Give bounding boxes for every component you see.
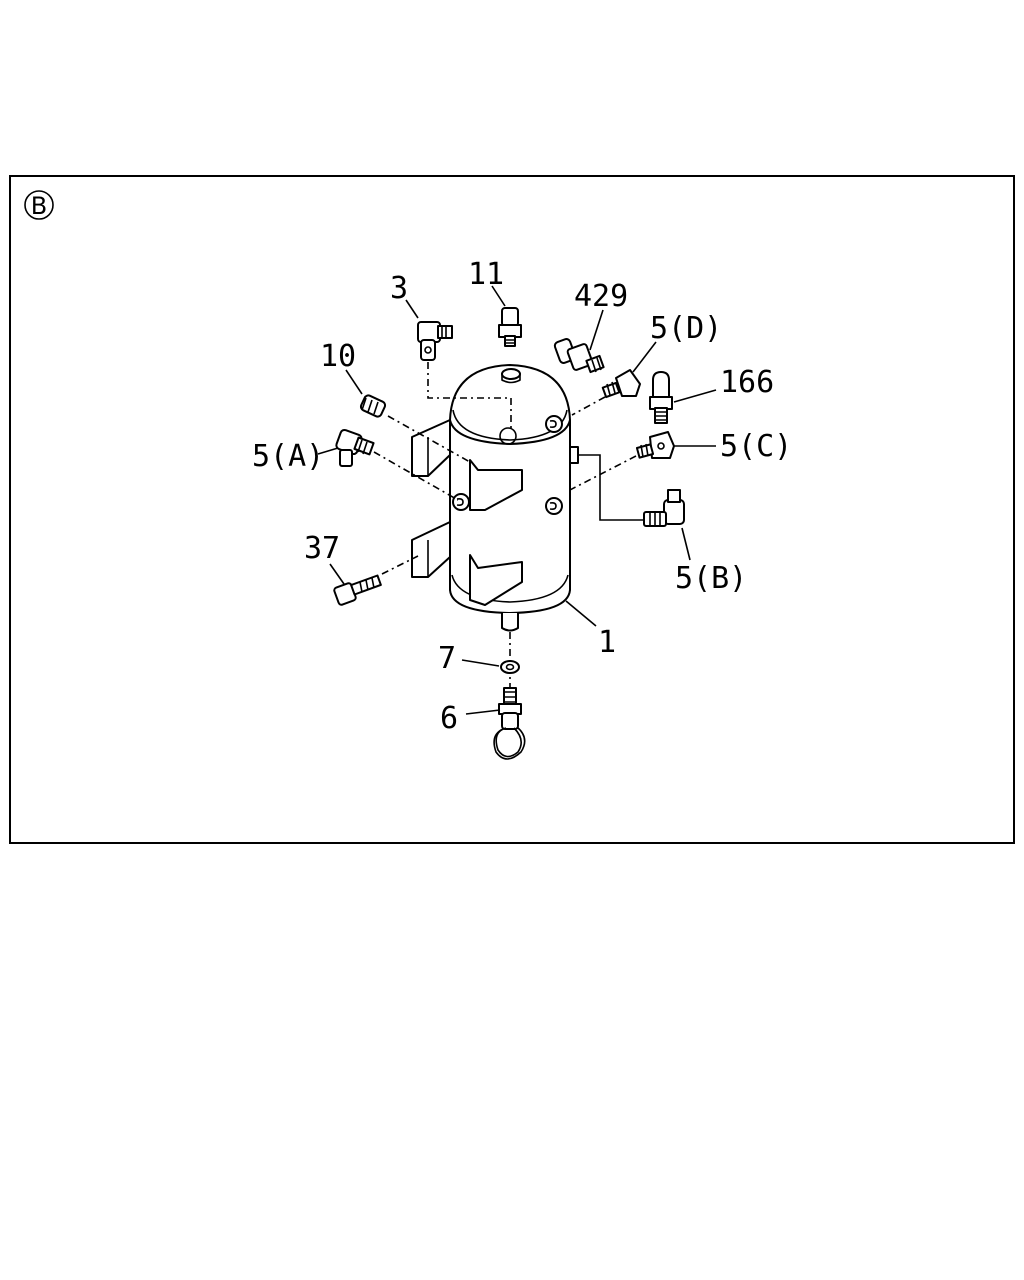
tank-top-boss — [501, 368, 521, 380]
upper-bracket-left — [411, 419, 451, 477]
washer-7 — [500, 660, 520, 674]
label-7: 7 — [438, 641, 456, 676]
leader-5b — [681, 527, 691, 561]
label-10: 10 — [320, 339, 356, 374]
leader-5d — [632, 341, 657, 373]
leader-429 — [589, 309, 604, 351]
lower-strap — [469, 554, 523, 606]
fitting-5d — [601, 369, 641, 399]
label-37: 37 — [304, 531, 340, 566]
label-5d: 5(D) — [650, 311, 722, 346]
section-marker: B — [24, 190, 54, 220]
centerline-37 — [381, 555, 419, 575]
pipe-5b — [578, 454, 645, 521]
tank-port-top-inner — [499, 427, 517, 445]
leader-10 — [345, 369, 363, 395]
valve-11 — [498, 307, 522, 347]
label-166: 166 — [720, 365, 774, 400]
label-3: 3 — [390, 271, 408, 306]
tank-port-middle — [545, 497, 563, 515]
leader-166 — [673, 389, 717, 403]
label-429: 429 — [574, 279, 628, 314]
elbow-5b — [643, 489, 685, 527]
fitting-5c — [635, 431, 675, 459]
elbow-5a — [335, 428, 375, 467]
leader-3 — [405, 299, 419, 319]
centerline-5d — [571, 396, 606, 416]
elbow-3 — [417, 321, 453, 361]
tank-port-upper — [545, 415, 563, 433]
leader-11 — [491, 285, 506, 307]
leader-1 — [565, 600, 597, 627]
centerline-3 — [427, 362, 512, 432]
air-tank — [411, 364, 579, 632]
label-6: 6 — [440, 701, 458, 736]
section-marker-circle — [24, 190, 54, 220]
sensor-166 — [649, 371, 673, 424]
leader-7 — [461, 659, 500, 667]
section-marker-label: B — [31, 192, 47, 220]
label-5a: 5(A) — [252, 439, 324, 474]
centerline-5a — [373, 451, 459, 501]
leader-5a — [317, 447, 339, 455]
tank-port-left — [452, 493, 470, 511]
label-5c: 5(C) — [720, 429, 792, 464]
centerline-5c — [565, 455, 637, 493]
drain-valve-6 — [493, 687, 526, 760]
label-1: 1 — [598, 625, 616, 660]
leader-37 — [329, 563, 345, 585]
lower-bracket-left — [411, 521, 451, 578]
upper-strap — [469, 459, 523, 511]
diagram-frame — [9, 175, 1015, 844]
label-11: 11 — [468, 257, 504, 292]
leader-6 — [465, 709, 501, 715]
tank-top-boss-side — [501, 374, 521, 384]
tank-drain-boss — [501, 613, 519, 632]
tank-side-nipple — [569, 446, 579, 464]
bolt-37 — [333, 574, 382, 606]
tank-body — [449, 419, 571, 614]
plug-10 — [359, 394, 387, 418]
fitting-429 — [553, 338, 605, 374]
tank-bottom-band — [451, 574, 569, 603]
tank-top-dome — [449, 364, 571, 445]
label-5b: 5(B) — [675, 561, 747, 596]
